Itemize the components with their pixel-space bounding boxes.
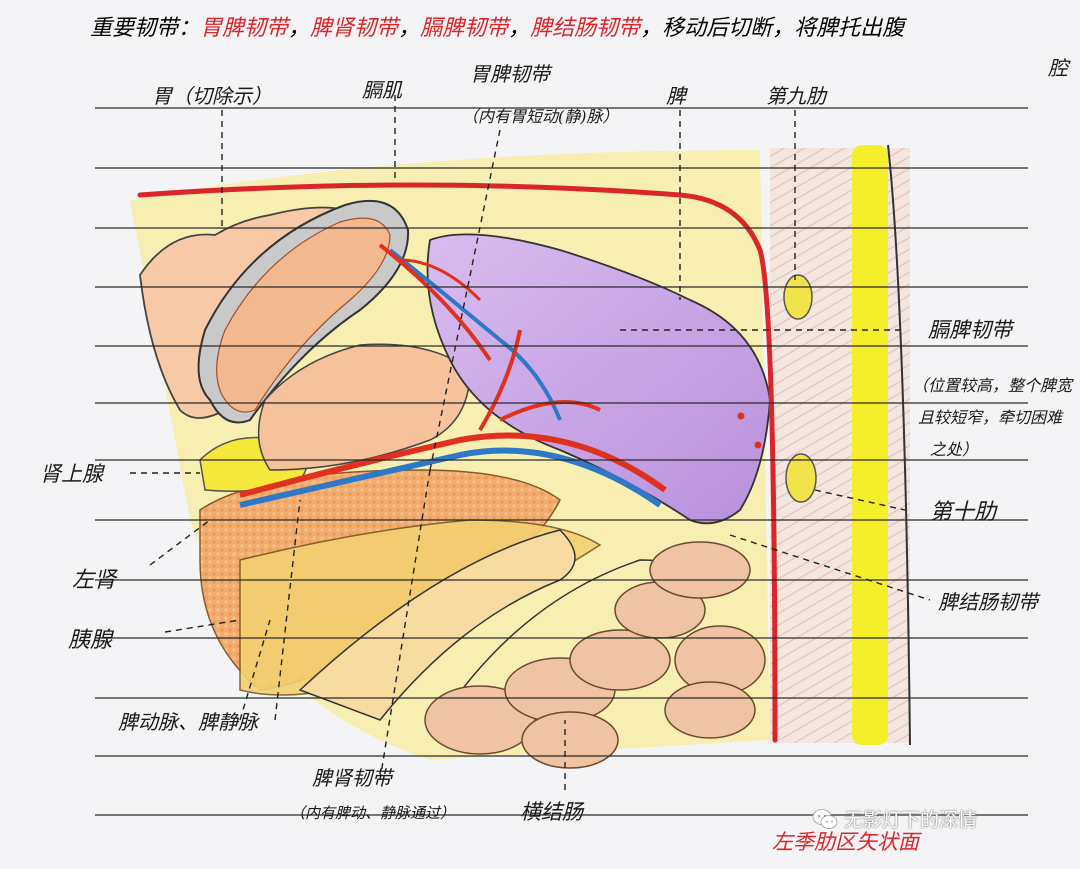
- transverse-colon: [424, 541, 766, 769]
- label-phrenicosplenic: 膈脾韧带: [928, 318, 1012, 342]
- label-splenocolic: 脾结肠韧带: [938, 590, 1038, 614]
- page-title: 重要韧带：胃脾韧带，脾肾韧带，膈脾韧带，脾结肠韧带，移动后切断，将脾托出腹: [90, 10, 904, 42]
- label-phrenicosplenic-note-3: 之处）: [930, 440, 979, 459]
- rib-10-section: [785, 453, 817, 503]
- title-sep-3: ，: [508, 16, 531, 41]
- label-transverse-colon: 横结肠: [520, 800, 583, 824]
- leader-lines: [130, 95, 931, 790]
- wechat-icon: [812, 808, 838, 829]
- title-ligament-3: 膈脾韧带: [420, 16, 509, 41]
- label-pancreas: 胰腺: [68, 628, 113, 653]
- splenic-artery: [239, 432, 667, 498]
- ruled-lines: [95, 107, 1028, 816]
- rib-yellow-strip: [852, 145, 888, 745]
- title-ligament-4: 脾结肠韧带: [530, 16, 641, 41]
- label-rib10: 第十肋: [930, 500, 997, 525]
- chest-wall-edge: [887, 144, 911, 746]
- label-phrenicosplenic-note-2: 且较短窄，牵切困难: [918, 408, 1063, 427]
- colon-fold-1: [298, 529, 576, 721]
- spleen-organ: [426, 233, 771, 525]
- splenic-vein: [239, 447, 662, 508]
- watermark-text: 无影灯下的深情: [844, 809, 978, 831]
- chest-wall: [770, 148, 910, 743]
- title-ligament-2: 脾肾韧带: [310, 16, 399, 41]
- artery-branch-1: [478, 329, 522, 432]
- short-gastric-vein: [388, 248, 562, 421]
- label-spleen: 脾: [666, 84, 686, 108]
- artery-branch-4: [399, 258, 482, 302]
- title-sep-1: ，: [288, 16, 311, 41]
- label-rib9: 第九肋: [766, 84, 826, 108]
- title-prefix: 重要韧带：: [90, 16, 201, 41]
- label-diaphragm: 膈肌: [362, 78, 402, 102]
- title-sep-2: ，: [398, 16, 421, 41]
- title-tail-line2: 腔: [1048, 56, 1068, 80]
- label-phrenicosplenic-note-1: （位置较高，整个脾宽: [912, 376, 1073, 395]
- label-splenorenal-note: （内有脾动、静脉通过）: [290, 804, 456, 822]
- watermark: 无影灯下的深情: [812, 805, 977, 832]
- label-left-kidney: 左肾: [72, 568, 117, 593]
- label-splenorenal: 脾肾韧带: [312, 766, 392, 790]
- title-tail: ，移动后切断，将脾托出腹: [640, 16, 905, 41]
- label-stomach: 胃（切除示）: [152, 84, 272, 108]
- stomach-body: [257, 343, 471, 471]
- label-adrenal: 肾上腺: [40, 462, 103, 486]
- label-gastrosplenic-note: （内有胃短动(静)脉）: [462, 107, 619, 126]
- diaphragm-line: [137, 182, 778, 743]
- label-section: 左季肋区矢状面: [772, 830, 919, 854]
- stomach-lumen: [216, 217, 391, 413]
- rib-9-section: [783, 274, 813, 320]
- label-splenic-vessels: 脾动脉、脾静脉: [118, 710, 258, 734]
- label-gastrosplenic: 胃脾韧带: [470, 62, 550, 86]
- title-ligament-1: 胃脾韧带: [200, 16, 289, 41]
